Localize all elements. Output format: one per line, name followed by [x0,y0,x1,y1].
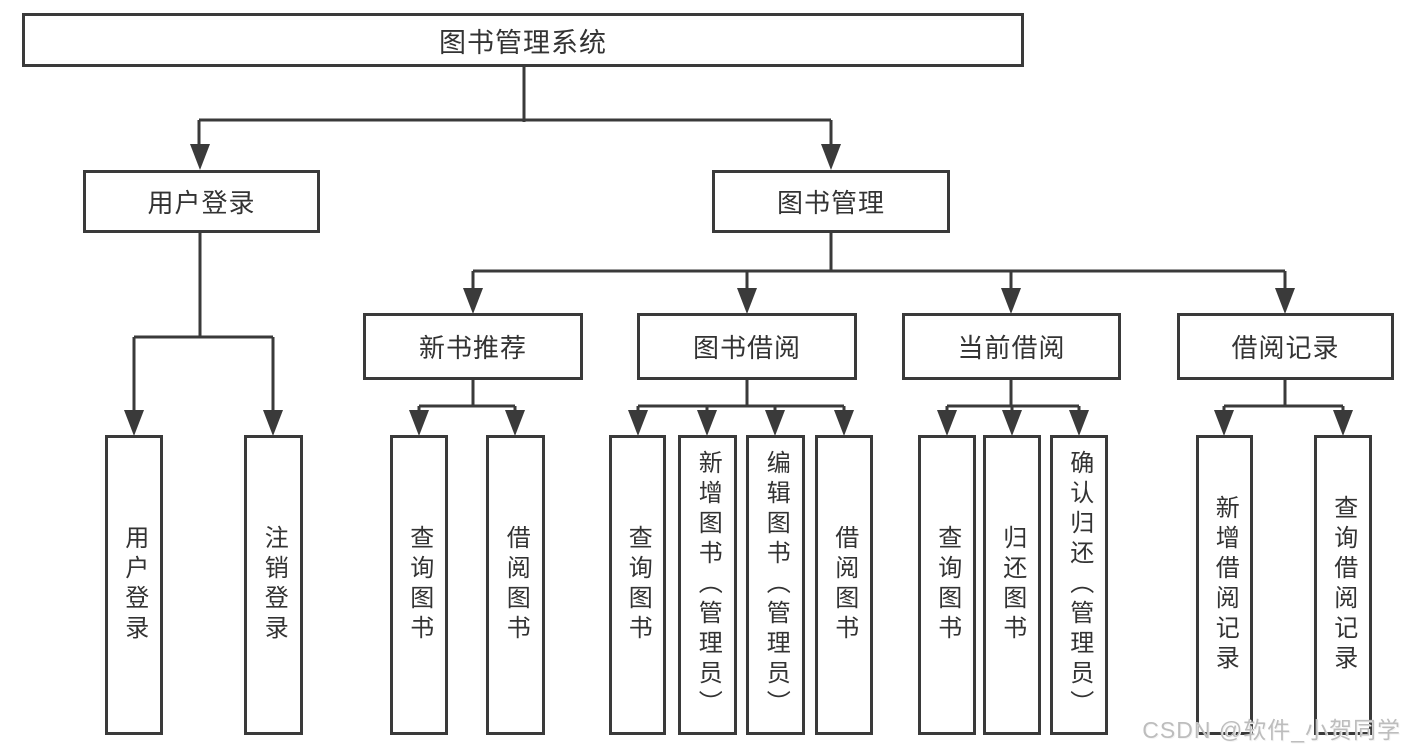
node-borrowing-records: 借阅记录 [1177,313,1394,380]
node-book-management: 图书管理 [712,170,950,233]
leaf-label: 编辑图书（管理员） [762,450,790,720]
node-label: 用户登录 [147,188,256,218]
leaf-edit-books-admin: 编辑图书（管理员） [746,435,805,735]
leaf-label: 确认归还（管理员） [1065,450,1093,720]
node-label: 新书推荐 [418,333,527,363]
node-user-login: 用户登录 [83,170,320,233]
leaf-label: 新增图书（管理员） [694,450,722,720]
leaf-label: 查询图书 [624,525,652,645]
leaf-query-books-borrow: 查询图书 [609,435,666,735]
node-label: 图书管理 [776,188,885,218]
leaf-add-books-admin: 新增图书（管理员） [678,435,737,735]
leaf-borrow-books: 借阅图书 [815,435,873,735]
leaf-label: 查询图书 [933,525,961,645]
node-new-book-recommendation: 新书推荐 [363,313,583,380]
node-label: 当前借阅 [957,333,1066,363]
node-label: 图书管理系统 [439,27,607,58]
node-library-management-system: 图书管理系统 [22,13,1024,67]
leaf-borrow-books-recommend: 借阅图书 [486,435,545,735]
node-label: 图书借阅 [692,333,801,363]
leaf-label: 查询借阅记录 [1329,495,1357,675]
leaf-add-borrow-record: 新增借阅记录 [1196,435,1253,735]
leaf-query-books-recommend: 查询图书 [390,435,448,735]
leaf-user-login: 用户登录 [105,435,163,735]
csdn-watermark: CSDN @软件_小贺同学 [1142,717,1401,743]
leaf-query-borrow-record: 查询借阅记录 [1314,435,1372,735]
leaf-label: 借阅图书 [830,525,858,645]
leaf-label: 查询图书 [405,525,433,645]
leaf-label: 新增借阅记录 [1211,495,1239,675]
leaf-logout: 注销登录 [244,435,303,735]
arrowheads [124,144,1353,436]
leaf-query-books-current: 查询图书 [918,435,976,735]
node-label: 借阅记录 [1231,333,1340,363]
node-current-borrowing: 当前借阅 [902,313,1121,380]
leaf-label: 用户登录 [120,525,148,645]
leaf-return-books: 归还图书 [983,435,1041,735]
leaf-label: 注销登录 [260,525,288,645]
leaf-label: 归还图书 [998,525,1026,645]
node-book-borrowing: 图书借阅 [637,313,857,380]
leaf-label: 借阅图书 [502,525,530,645]
leaf-confirm-return-admin: 确认归还（管理员） [1050,435,1108,735]
